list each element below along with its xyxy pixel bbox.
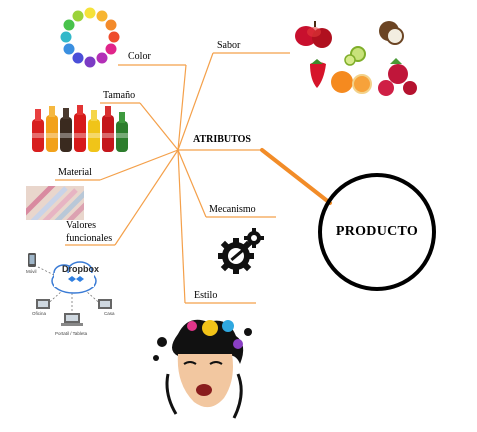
valores-label-line2: funcionales	[66, 233, 113, 244]
artistic-face-image	[153, 319, 252, 419]
line-estilo	[177, 149, 186, 304]
fruits-image	[295, 21, 417, 96]
soda-bottles-image	[30, 105, 140, 152]
line-sabor	[177, 52, 214, 151]
producto-label: PRODUCTO	[335, 224, 419, 239]
valores-label-line1: Valores	[66, 220, 96, 231]
line-mecanismo	[177, 149, 207, 218]
dropbox-office-label: Oficina	[32, 311, 47, 316]
line-valores	[114, 149, 179, 246]
dropbox-title: Dropbox	[62, 264, 99, 274]
atributos-label: ATRIBUTOS	[193, 134, 251, 145]
dropbox-laptop-label: Portatil / Tableta	[55, 331, 88, 336]
fabric-rolls-image	[26, 186, 84, 220]
line-material	[99, 149, 179, 181]
estilo-label: Estilo	[194, 290, 218, 301]
color-wheel-image	[60, 7, 120, 68]
producto-node: PRODUCTO	[318, 173, 436, 291]
gear-tool-image	[218, 228, 264, 274]
line-color	[177, 64, 187, 151]
material-label: Material	[58, 167, 92, 178]
tamano-label: Tamaño	[103, 90, 136, 101]
line-to-producto	[260, 148, 332, 205]
dropbox-mobile-label: Móvil	[26, 269, 37, 274]
color-label: Color	[128, 51, 151, 62]
dropbox-network-image: Dropbox Móvil Oficina Casa Portatil / Ta…	[24, 247, 120, 343]
sabor-label: Sabor	[217, 40, 241, 51]
line-tamano	[139, 102, 179, 151]
mecanismo-label: Mecanismo	[209, 204, 256, 215]
dropbox-home-label: Casa	[104, 311, 115, 316]
